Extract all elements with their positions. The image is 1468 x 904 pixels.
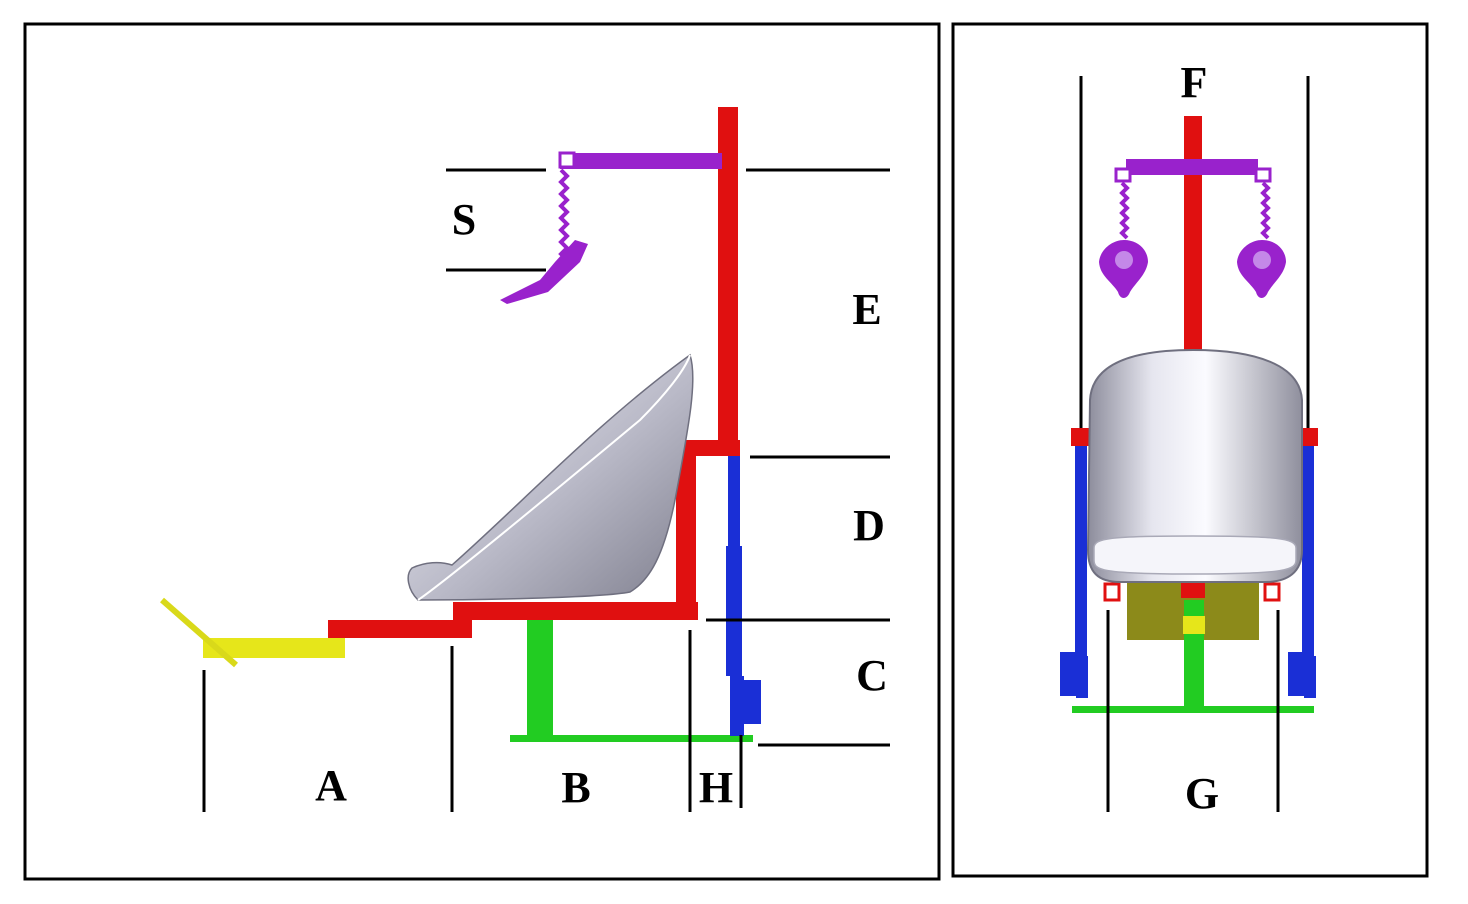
- dimension-lines-side: [202, 168, 890, 812]
- label-b: B: [561, 763, 590, 812]
- base-red-parts: [1103, 582, 1281, 602]
- side-view-panel: [23, 22, 941, 881]
- front-view-panel: [951, 22, 1429, 878]
- label-a: A: [315, 761, 347, 810]
- center-mast: [1184, 116, 1202, 350]
- seat-shell-side: [407, 353, 694, 601]
- headrest-side: [500, 151, 722, 304]
- pedestal-front: [1072, 600, 1314, 713]
- footrest: [160, 597, 345, 668]
- seat-shell-front: [1086, 348, 1303, 583]
- label-c: C: [856, 651, 888, 700]
- pedestal-side: [510, 620, 753, 742]
- actuator-side: [726, 456, 761, 736]
- label-e: E: [852, 285, 881, 334]
- dimension-lines-front: [1079, 76, 1310, 812]
- actuators-front: [1060, 446, 1316, 698]
- side-brackets-front: [1071, 428, 1318, 446]
- label-g: G: [1185, 769, 1219, 818]
- red-frame-side: [328, 107, 740, 638]
- label-f: F: [1181, 58, 1208, 107]
- label-s: S: [452, 195, 476, 244]
- label-d: D: [853, 501, 885, 550]
- label-h: H: [699, 763, 733, 812]
- headrest-front: [1099, 159, 1286, 298]
